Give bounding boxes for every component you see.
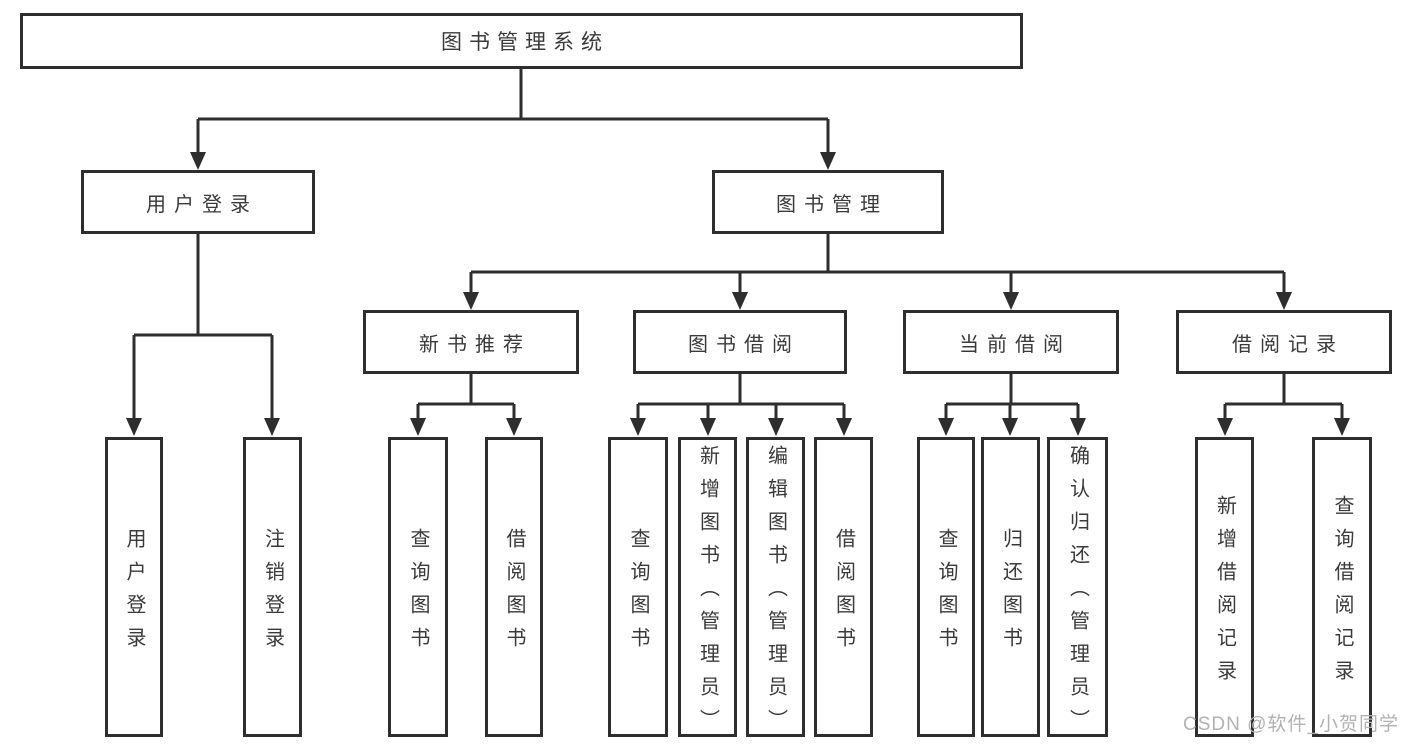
node-user-login: 用户登录 — [81, 170, 315, 234]
node-label: 借阅记录 — [1232, 333, 1344, 356]
node-book-management: 图书管理 — [712, 170, 944, 234]
leaf-logout: 注销登录 — [243, 437, 302, 737]
node-label: 用户登录 — [123, 527, 145, 660]
connector-login-fork — [132, 234, 274, 419]
connector-newbook-fork — [416, 374, 516, 419]
leaf-edit-books-admin: 编辑图书（管理员） — [746, 437, 805, 742]
leaf-query-books-recommend: 查询图书 — [388, 437, 448, 737]
connector-management-fork — [469, 234, 1286, 293]
connector-current-fork — [944, 374, 1080, 419]
node-library-management-system: 图书管理系统 — [20, 13, 1023, 69]
node-label: 确认归还（管理员） — [1066, 445, 1089, 742]
leaf-query-books-borrow: 查询图书 — [608, 437, 668, 737]
node-current-borrowing: 当前借阅 — [903, 310, 1119, 374]
node-label: 借阅图书 — [503, 527, 525, 660]
leaf-query-borrow-record: 查询借阅记录 — [1312, 437, 1372, 737]
node-label: 当前借阅 — [959, 333, 1071, 356]
node-label: 注销登录 — [261, 527, 284, 660]
node-label: 归还图书 — [999, 527, 1022, 660]
leaf-query-books-current: 查询图书 — [917, 437, 975, 737]
leaf-borrow-books: 借阅图书 — [814, 437, 873, 737]
leaf-confirm-return-admin: 确认归还（管理员） — [1047, 437, 1108, 742]
connector-borrow-fork — [636, 374, 846, 419]
leaf-return-books: 归还图书 — [981, 437, 1040, 737]
leaf-add-books-admin: 新增图书（管理员） — [678, 437, 737, 742]
node-borrowing-records: 借阅记录 — [1176, 310, 1392, 374]
node-label: 新书推荐 — [419, 333, 531, 356]
node-label: 查询图书 — [407, 527, 429, 660]
node-book-borrowing: 图书借阅 — [633, 310, 847, 374]
node-label: 新增图书（管理员） — [696, 445, 719, 742]
node-label: 图书管理系统 — [441, 31, 609, 54]
node-label: 新增借阅记录 — [1213, 494, 1236, 693]
csdn-watermark: CSDN @软件_小贺同学 — [1183, 714, 1399, 735]
node-label: 查询图书 — [935, 527, 957, 660]
node-label: 借阅图书 — [832, 527, 855, 660]
leaf-user-login: 用户登录 — [105, 437, 163, 737]
node-label: 图书借阅 — [688, 333, 800, 356]
connector-root-fork — [196, 68, 830, 153]
leaf-add-borrow-record: 新增借阅记录 — [1195, 437, 1254, 737]
node-label: 查询图书 — [627, 527, 649, 660]
connector-record-fork — [1223, 374, 1344, 419]
node-new-book-recommend: 新书推荐 — [363, 310, 579, 374]
node-label: 用户登录 — [146, 193, 258, 216]
node-label: 编辑图书（管理员） — [764, 445, 787, 742]
leaf-borrow-books-recommend: 借阅图书 — [485, 437, 543, 737]
node-label: 查询借阅记录 — [1331, 494, 1353, 693]
node-label: 图书管理 — [776, 193, 888, 216]
